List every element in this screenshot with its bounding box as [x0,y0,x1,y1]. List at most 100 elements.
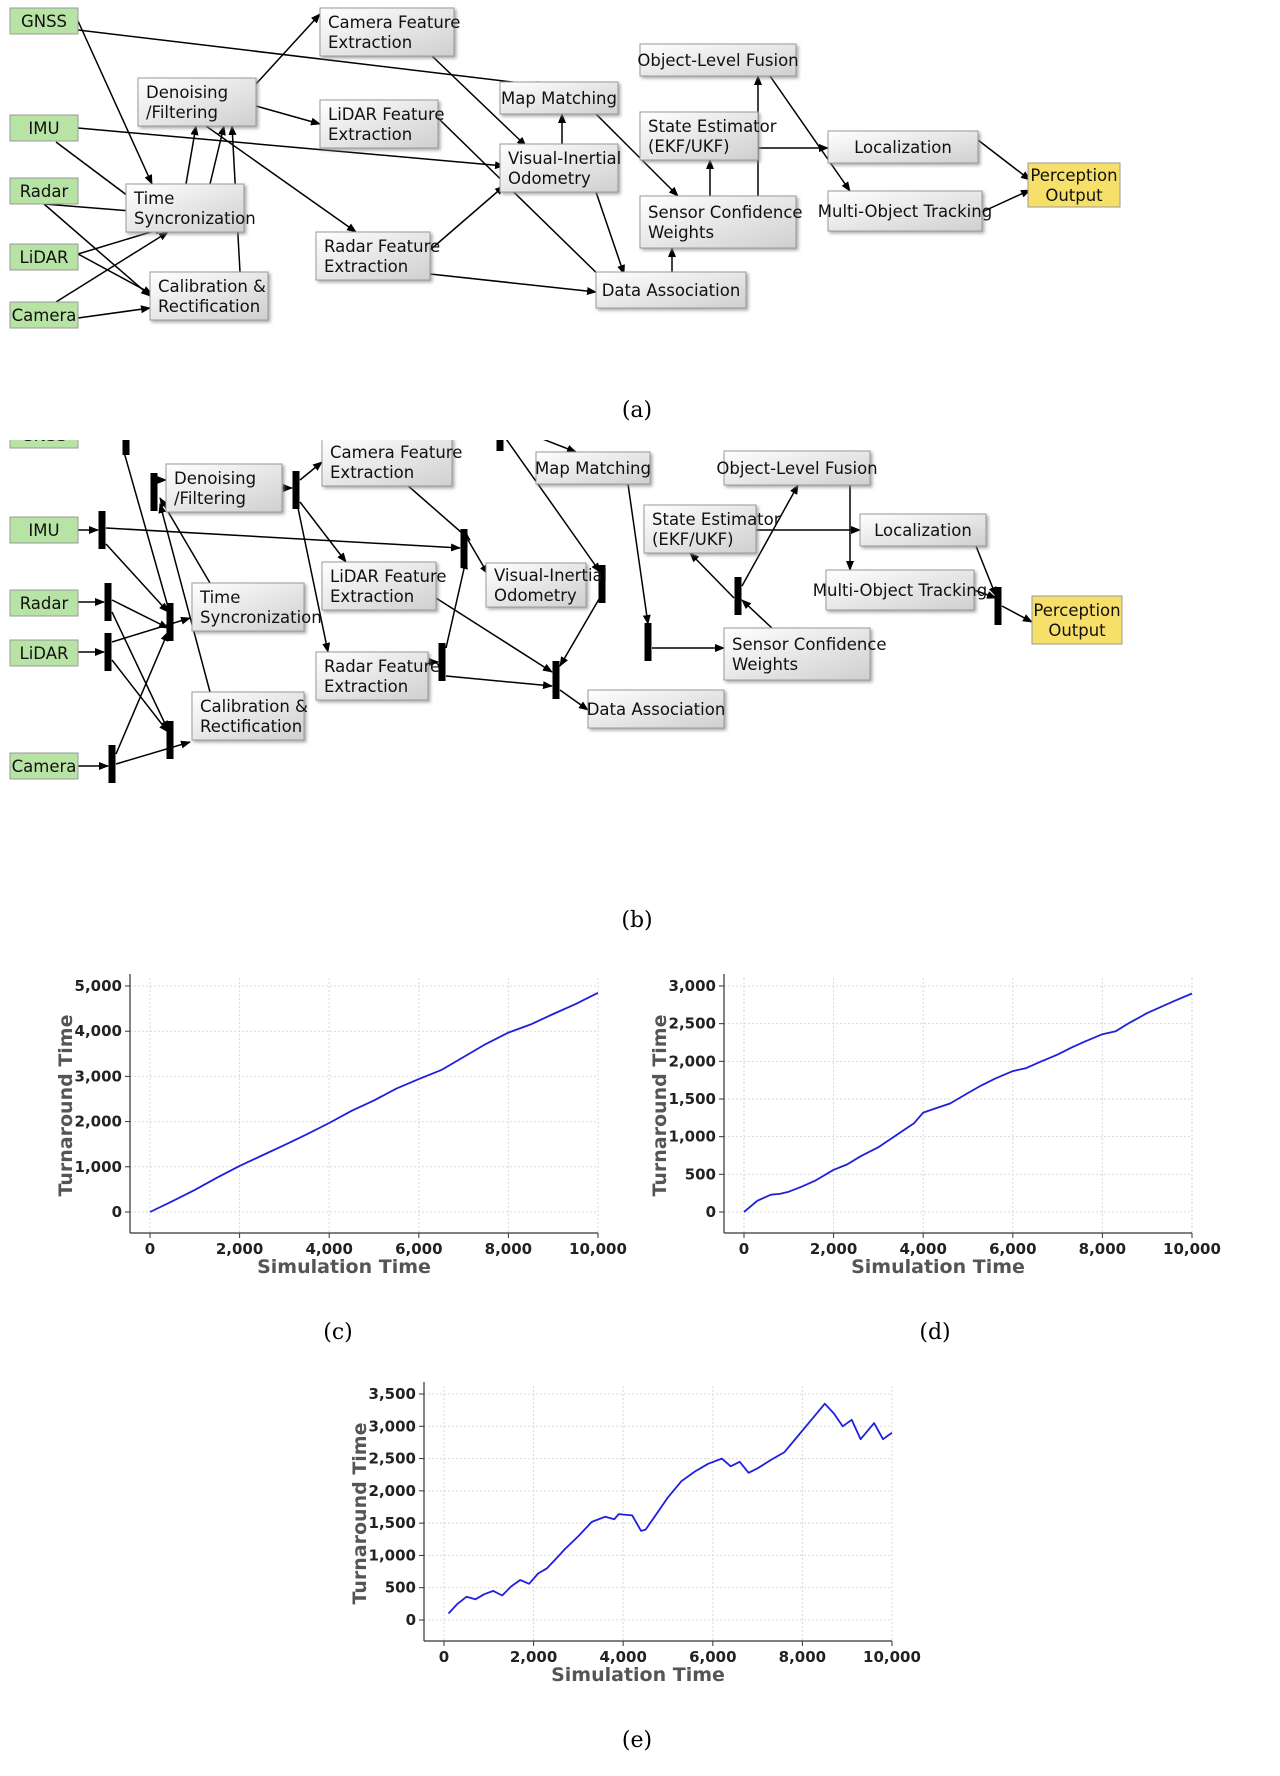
sync-bar [292,471,300,509]
node-camera: Camera [9,752,79,780]
flow-arrow [255,105,321,126]
flow-arrow [559,689,589,711]
flow-arrow [595,113,679,197]
caption-d: (d) [919,1320,951,1345]
node-label: Syncronization [134,209,256,228]
x-axis-title: Simulation Time [551,1664,725,1686]
sync-bar [552,661,560,699]
flow-arrow [55,231,169,303]
node-mot: Multi-Object Tracking [813,569,987,611]
flow-arrow [299,461,323,481]
flow-arrow [741,599,775,631]
flow-arrow [77,29,547,89]
x-axis-title: Simulation Time [257,1256,431,1278]
node-label: Calibration & [158,277,266,296]
x-tick-label: 6,000 [989,1240,1036,1258]
flow-arrow [435,597,553,673]
node-label: Perception [1033,601,1120,620]
sync-bar [166,721,174,759]
node-label: Visual-Inertial [494,566,607,585]
turnaround-series-line [447,1402,893,1615]
y-axis-title: Turnaround Time [349,1423,371,1605]
y-tick-label: 2,000 [75,1113,122,1131]
flow-arrow [445,559,468,649]
y-tick-label: 3,500 [369,1385,416,1403]
node-label: Extraction [328,33,412,52]
flow-arrow [975,545,997,597]
x-tick-label: 0 [145,1240,155,1258]
node-label: Output [1045,186,1103,205]
node-dataassoc: Data Association [595,271,747,309]
sync-bar [496,440,504,451]
node-label: LiDAR Feature [330,567,447,586]
caption-a: (a) [621,398,653,423]
y-tick-label: 1,500 [369,1514,416,1532]
node-label: Multi-Object Tracking [818,202,992,221]
node-label: Multi-Object Tracking [813,581,987,600]
y-tick-label: 0 [706,1203,716,1221]
node-label: Weights [732,655,798,674]
node-imu: IMU [9,516,79,544]
node-label: Localization [874,521,972,540]
node-label: Sensor Confidence [648,203,803,222]
y-tick-label: 4,000 [75,1022,122,1040]
node-imu: IMU [9,114,79,142]
node-label: Map Matching [535,459,651,478]
flow-arrow [689,552,735,599]
x-tick-label: 4,000 [599,1648,646,1666]
sync-bar [150,473,158,511]
node-label: Weights [648,223,714,242]
flow-arrow [627,483,651,625]
y-tick-label: 2,500 [369,1450,416,1468]
node-label: Radar [20,182,69,201]
y-tick-label: 1,000 [369,1546,416,1564]
x-tick-label: 2,000 [810,1240,857,1258]
flow-arrow [77,253,153,295]
node-denoise: Denoising/Filtering [165,463,283,513]
node-radar: Radar [9,177,79,205]
node-label: Extraction [324,677,408,696]
flow-arrow [105,527,461,552]
node-label: Rectification [158,297,260,316]
flow-arrow [741,484,799,587]
flow-arrow [429,273,597,296]
flow-arrow [77,127,505,170]
node-label: Radar [20,594,69,613]
x-axis-title: Simulation Time [851,1256,1025,1278]
node-label: Denoising [174,469,256,488]
flow-arrow [1001,605,1033,623]
flow-arrow [297,507,331,653]
y-tick-label: 1,500 [669,1090,716,1108]
sync-bar [460,529,468,567]
flow-arrow [977,139,1031,181]
y-tick-label: 2,000 [369,1482,416,1500]
node-label: Time [133,189,174,208]
node-label: Perception [1030,166,1117,185]
flow-arrow [445,675,553,690]
flow-arrow [77,305,151,319]
flow-arrow [543,440,577,453]
node-localization: Localization [827,130,979,164]
turnaround-series-line [149,991,599,1213]
node-label: Odometry [508,169,591,188]
x-tick-label: 8,000 [779,1648,826,1666]
x-tick-label: 10,000 [1163,1240,1221,1258]
x-tick-label: 8,000 [485,1240,532,1258]
node-label: /Filtering [174,489,246,508]
x-tick-label: 8,000 [1079,1240,1126,1258]
turnaround-series-line [743,992,1193,1213]
flow-arrow [43,203,151,297]
caption-c: (c) [323,1320,353,1345]
node-camera: Camera [9,301,79,329]
flow-arrow [431,55,527,147]
flow-arrow [973,589,997,599]
flow-arrow [505,440,601,573]
sync-bar [104,583,112,621]
y-tick-label: 2,000 [669,1052,716,1070]
node-label: Object-Level Fusion [716,459,877,478]
node-denoise: Denoising/Filtering [137,77,257,127]
